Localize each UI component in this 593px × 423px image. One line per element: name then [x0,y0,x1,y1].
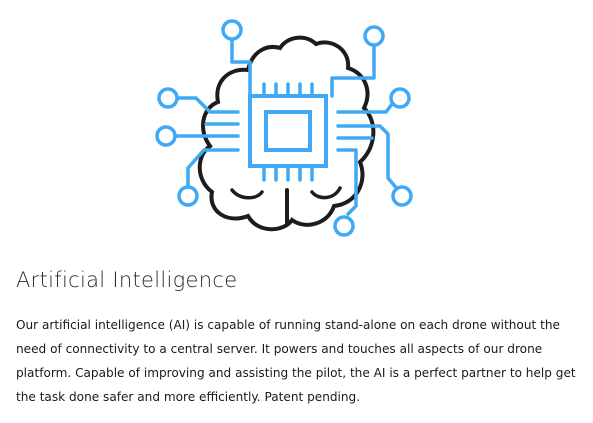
trace-left-1 [174,96,240,114]
node-top-left [221,19,243,41]
brain-fold-right [310,186,342,200]
trace-right-2 [336,124,400,192]
section-title: Artificial Intelligence [16,268,238,292]
node-top-right [363,25,385,47]
ai-illustration [155,19,413,237]
node-left-3 [177,185,199,207]
trace-left-3 [186,148,240,188]
node-left-2 [155,125,177,147]
trace-right-3 [336,148,358,216]
brain-fold-left [230,188,264,200]
chip-pins-bottom [262,164,314,182]
trace-right-1 [336,102,394,114]
trace-top-right [330,44,376,98]
node-right-1 [389,87,411,109]
node-right-2 [391,185,413,207]
ai-brain-chip-icon [155,19,413,237]
node-right-3 [333,215,355,237]
section-description: Our artificial intelligence (AI) is capa… [16,318,576,404]
trace-top-left [230,38,252,98]
node-left-1 [157,87,179,109]
chip-core [264,110,312,152]
chip-pins-top [262,82,314,98]
brain-outline [197,35,376,232]
